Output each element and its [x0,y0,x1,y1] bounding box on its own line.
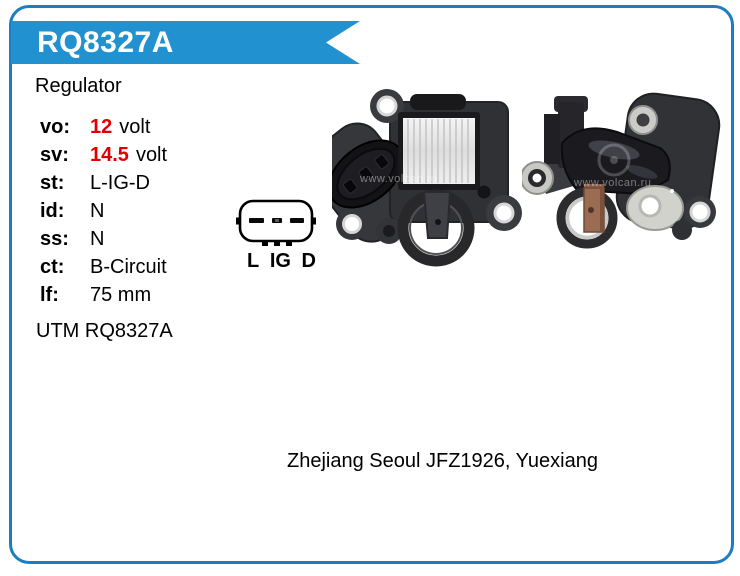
mounting-hole [493,202,515,224]
spec-label: lf: [40,284,59,306]
application-caption: Zhejiang Seoul JFZ1926, Yuexiang [287,450,598,472]
spec-list: vo: 12 volt sv: 14.5 volt st: L-IG-D id: N… [40,113,174,309]
product-type-label: Regulator [35,75,122,97]
pin-label-l: L [247,250,260,272]
part-number: RQ8327A [37,25,174,59]
spec-value: 14.5 [90,144,129,166]
spec-unit: volt [135,144,168,166]
spec-row-sv: sv: 14.5 volt [40,141,174,169]
top-cap [410,94,466,110]
spec-unit: volt [119,116,151,138]
spec-row-vo: vo: 12 volt [40,113,174,141]
spec-value: B-Circuit [90,256,167,278]
mounting-hole [342,214,362,234]
spec-value: L-IG-D [90,172,150,194]
connector-pinout-diagram [236,199,316,246]
watermark-text: www.volcan.ru [573,177,651,189]
spec-label: st: [40,172,65,194]
part-number-banner: RQ8327A [11,21,360,64]
pin-label-d: D [301,250,316,272]
pin-L [249,218,264,223]
spec-row-lf: lf: 75 mm [40,281,174,309]
pin-D [290,218,304,223]
terminal-tab [422,191,452,239]
product-photo-rear: www.volcan.ru [522,92,721,249]
spec-value: 75 mm [90,284,152,306]
plug-bottom-tab [274,240,280,246]
spec-value: 12 [90,116,113,138]
product-photo-front: www.volcan.ru [332,89,522,267]
spec-label: id: [40,200,65,222]
spec-row-ss: ss: N [40,225,174,253]
pin-label-row: L IG D [238,250,324,273]
spec-label: vo: [40,116,70,138]
spec-row-st: st: L-IG-D [40,169,174,197]
page-frame [9,5,734,564]
spec-value: N [90,228,105,250]
spec-row-ct: ct: B-Circuit [40,253,174,281]
spec-value: N [90,200,105,222]
spec-row-id: id: N [40,197,174,225]
spec-label: ct: [40,256,65,278]
mounting-hole [376,95,398,117]
pin-label-ig: IG [269,250,291,272]
heatsink-fins [403,118,475,184]
plug-bottom-tab [262,240,268,246]
plug-bottom-tab [286,240,292,246]
plug-side-tab-right [311,217,316,225]
spec-label: sv: [40,144,69,166]
plug-side-tab-left [236,217,241,225]
utm-reference: UTM RQ8327A [36,320,173,342]
mounting-hole [689,201,711,223]
spec-label: ss: [40,228,69,250]
watermark-text: www.volcan.ru [359,173,437,185]
